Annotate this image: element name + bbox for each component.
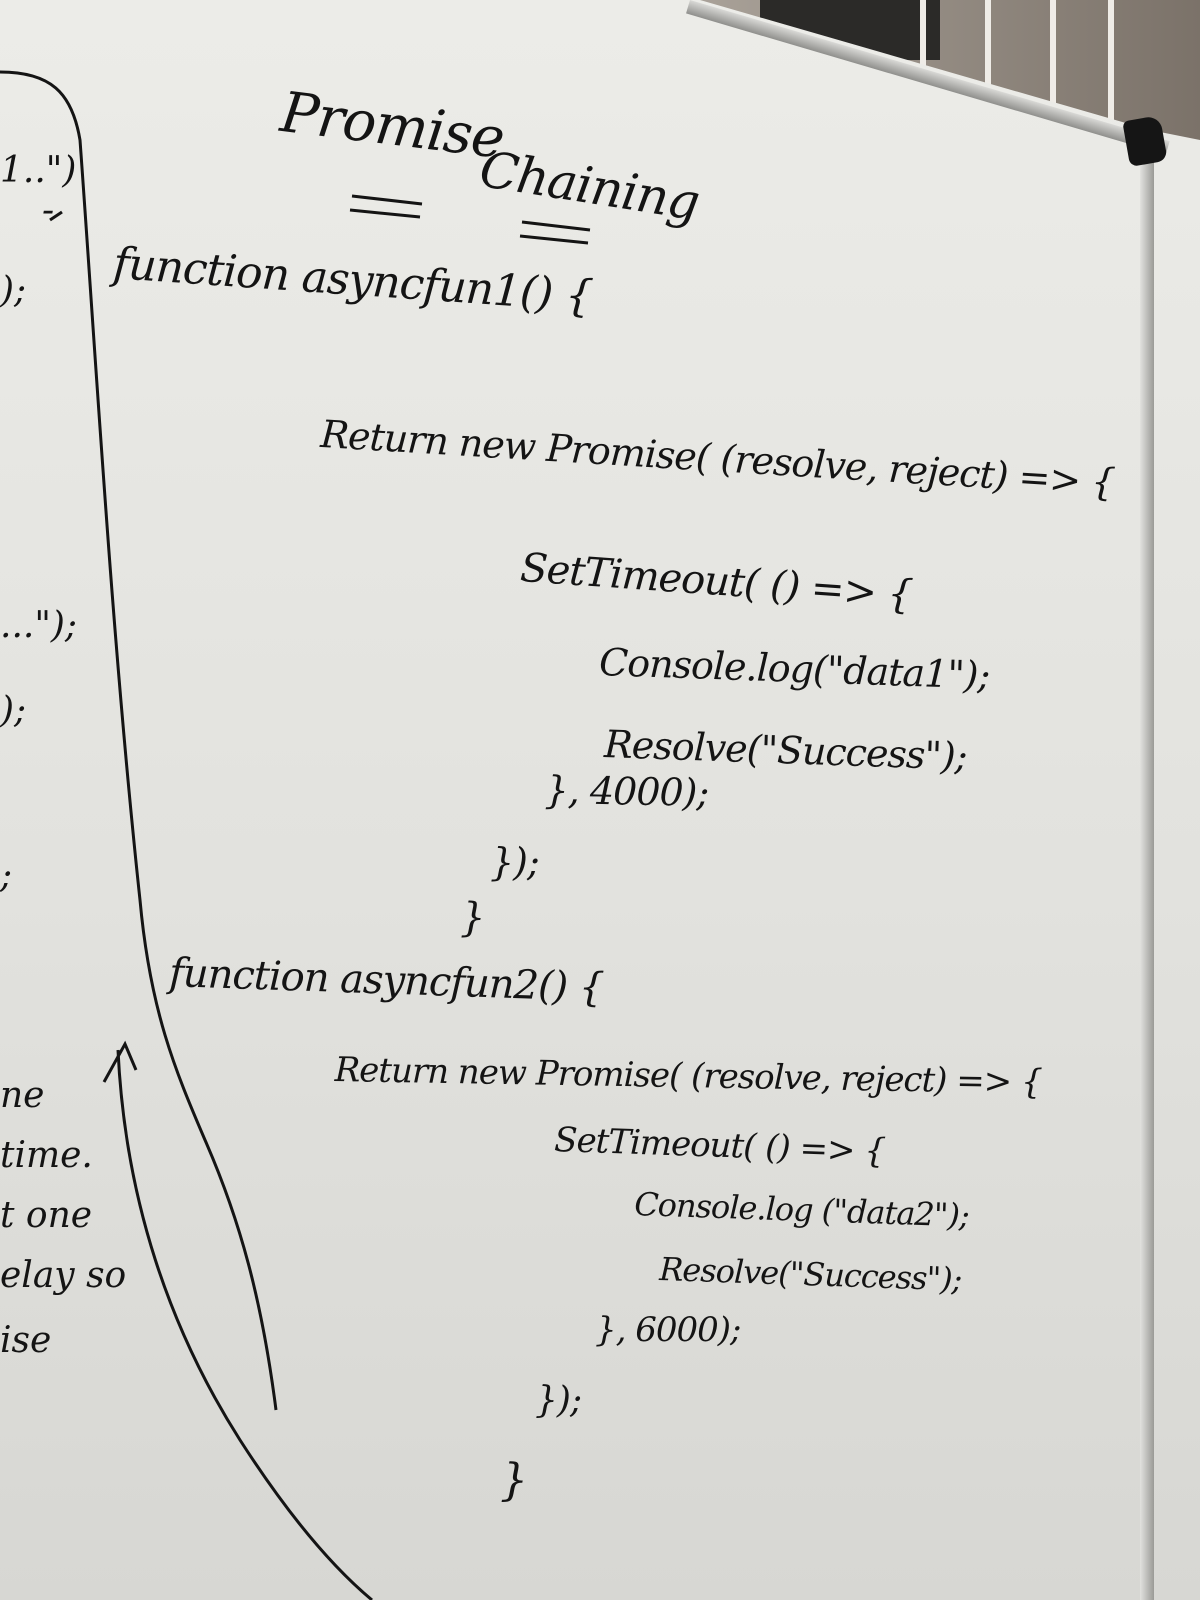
underline-chaining-2 bbox=[519, 234, 589, 245]
left-fragment: ise bbox=[0, 1320, 52, 1361]
left-fragment: ); bbox=[0, 270, 27, 311]
code1-line7: }); bbox=[490, 840, 540, 884]
tick-mark bbox=[49, 210, 63, 222]
left-fragment: ; bbox=[0, 855, 13, 896]
divider-curve bbox=[0, 70, 278, 1411]
code2-line8: } bbox=[500, 1455, 528, 1506]
underline-chaining-1 bbox=[521, 220, 591, 232]
left-fragment: time. bbox=[0, 1135, 93, 1176]
divider-curve-lower bbox=[116, 1049, 373, 1600]
code2-line7: }); bbox=[535, 1380, 582, 1421]
left-fragment: t one bbox=[0, 1195, 93, 1236]
code1-line8: } bbox=[460, 895, 485, 941]
whiteboard-frame-right bbox=[1140, 140, 1154, 1600]
code1-line6: }, 4000); bbox=[544, 768, 709, 815]
wall-stripe bbox=[985, 0, 991, 140]
left-fragment: ne bbox=[0, 1075, 45, 1116]
underline-promise-1 bbox=[351, 194, 423, 206]
left-fragment: ); bbox=[0, 690, 27, 731]
left-fragment: - bbox=[42, 190, 55, 231]
underline-promise-2 bbox=[349, 208, 421, 219]
wall-stripe bbox=[1108, 0, 1114, 140]
code2-line6: }, 6000); bbox=[595, 1310, 741, 1350]
left-fragment: 1..") bbox=[0, 150, 77, 191]
left-fragment: elay so bbox=[0, 1255, 127, 1296]
wall-stripe bbox=[1050, 0, 1056, 140]
arrow-icon bbox=[102, 1040, 138, 1083]
left-fragment: ..."); bbox=[0, 605, 78, 646]
